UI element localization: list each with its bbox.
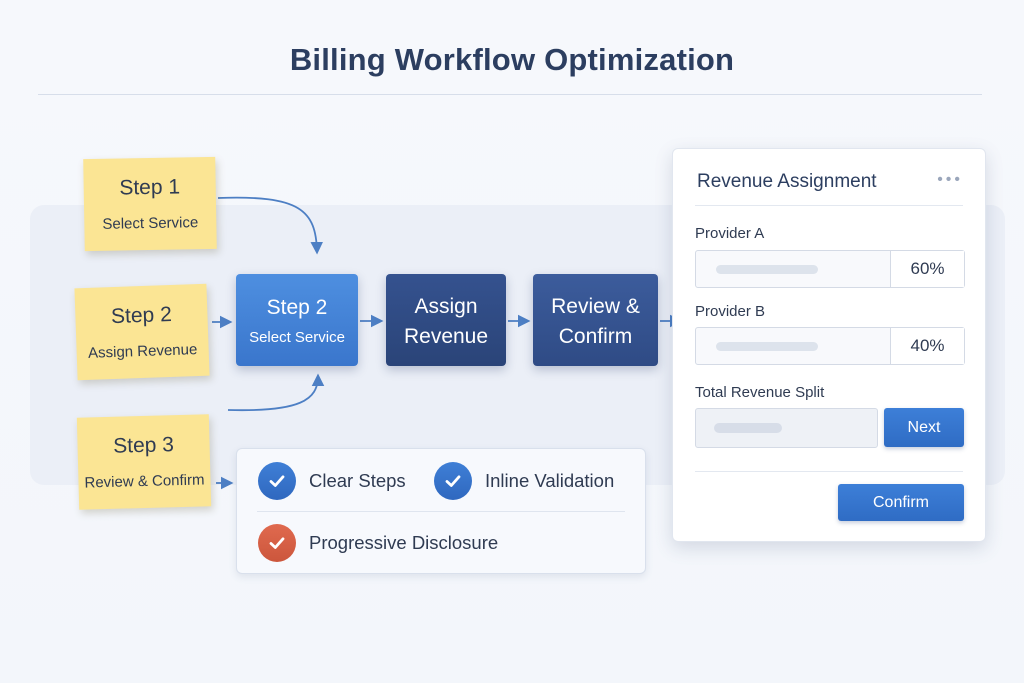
page-title: Billing Workflow Optimization	[289, 42, 735, 77]
confirm-button[interactable]: Confirm	[838, 484, 964, 521]
checkmark-icon	[434, 462, 472, 500]
feature-label: Clear Steps	[309, 470, 406, 491]
sticky-note-subtitle: Assign Revenue	[87, 341, 198, 362]
feature-item-clear-steps: Clear Steps	[258, 462, 406, 500]
provider-a-label: Provider A	[695, 225, 765, 242]
total-revenue-split-label: Total Revenue Split	[695, 384, 825, 401]
feature-checklist: Clear Steps Inline Validation Progressiv…	[236, 448, 646, 574]
title-divider	[38, 94, 982, 95]
sticky-note-subtitle: Review & Confirm	[84, 471, 205, 492]
total-revenue-split-field[interactable]	[695, 408, 878, 448]
feature-divider	[257, 511, 625, 512]
provider-a-field[interactable]: 60%	[695, 250, 965, 288]
provider-a-percent[interactable]: 60%	[890, 251, 964, 287]
checkmark-icon	[258, 524, 296, 562]
sticky-note-step-3: Step 3 Review & Confirm	[76, 414, 212, 510]
sticky-note-title: Step 3	[112, 433, 175, 458]
revenue-assignment-panel: Revenue Assignment ••• Provider A 60% Pr…	[672, 148, 986, 542]
feature-item-progressive-disclosure: Progressive Disclosure	[258, 524, 498, 562]
feature-label: Inline Validation	[485, 470, 615, 491]
panel-title: Revenue Assignment	[697, 171, 877, 192]
flow-step-line1: Assign	[414, 295, 478, 318]
flow-step-line1: Review &	[551, 295, 640, 318]
flow-step-line2: Select Service	[249, 329, 345, 346]
provider-b-label: Provider B	[695, 303, 766, 320]
flow-step-assign-revenue: Assign Revenue	[386, 274, 506, 366]
sticky-note-step-1: Step 1 Select Service	[83, 156, 217, 252]
flow-step-select-service: Step 2 Select Service	[236, 274, 358, 366]
provider-b-field[interactable]: 40%	[695, 327, 965, 365]
flow-step-line2: Confirm	[558, 325, 633, 348]
sticky-note-subtitle: Select Service	[102, 214, 199, 233]
sticky-note-step-2: Step 2 Assign Revenue	[74, 283, 210, 381]
sticky-note-title: Step 1	[119, 175, 181, 200]
more-horizontal-icon[interactable]: •••	[937, 171, 963, 188]
sticky-note-title: Step 2	[110, 302, 173, 329]
panel-divider	[695, 205, 963, 206]
provider-b-percent[interactable]: 40%	[890, 328, 964, 364]
field-placeholder-bar	[716, 342, 818, 351]
field-placeholder-bar	[714, 423, 782, 433]
feature-item-inline-validation: Inline Validation	[434, 462, 614, 500]
flow-step-line1: Step 2	[266, 296, 328, 319]
checkmark-icon	[258, 462, 296, 500]
panel-divider	[695, 471, 963, 472]
feature-label: Progressive Disclosure	[309, 532, 499, 553]
flow-step-line2: Revenue	[403, 325, 489, 348]
next-button[interactable]: Next	[884, 408, 964, 447]
field-placeholder-bar	[716, 265, 818, 274]
flow-step-review-confirm: Review & Confirm	[533, 274, 658, 366]
